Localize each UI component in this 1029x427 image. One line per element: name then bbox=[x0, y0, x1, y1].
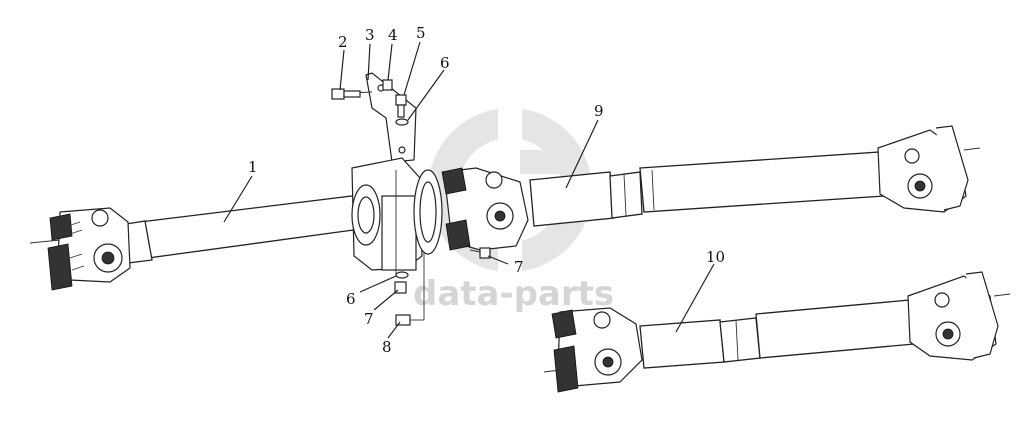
watermark-text: data-parts bbox=[413, 274, 614, 314]
callout-6-lower: 6 bbox=[346, 290, 356, 308]
center-bearing-assembly bbox=[331, 72, 443, 326]
callout-9: 9 bbox=[594, 102, 604, 120]
callout-7-lower: 7 bbox=[364, 310, 374, 328]
callout-7-right: 7 bbox=[514, 258, 524, 276]
callout-2: 2 bbox=[338, 33, 348, 51]
callout-3: 3 bbox=[365, 26, 375, 44]
callout-10: 10 bbox=[706, 248, 725, 266]
leader-lines bbox=[223, 41, 715, 339]
callout-5: 5 bbox=[416, 24, 426, 42]
shaft-1 bbox=[29, 194, 369, 291]
callout-4: 4 bbox=[388, 26, 398, 44]
callout-6-upper: 6 bbox=[440, 54, 450, 72]
shaft-9 bbox=[441, 125, 981, 259]
shaft-10 bbox=[543, 271, 1011, 393]
callout-1: 1 bbox=[248, 158, 258, 176]
callout-8: 8 bbox=[382, 338, 392, 356]
